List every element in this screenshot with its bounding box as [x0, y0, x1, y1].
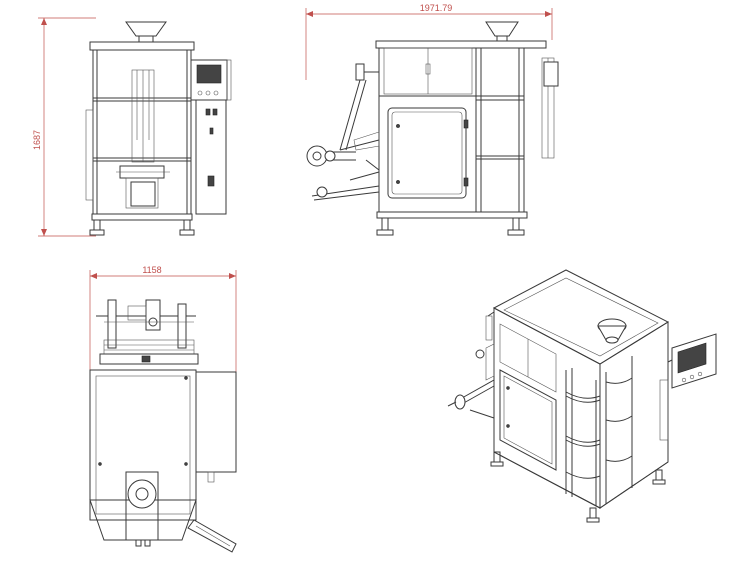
- machine-base: [376, 211, 528, 219]
- main-door: [499, 369, 557, 471]
- outlet-chute: [125, 471, 159, 541]
- front-view: 1687: [32, 17, 232, 237]
- top-plate: [375, 40, 547, 49]
- control-box: [659, 333, 717, 441]
- length-dimension: 1971.79: [305, 3, 553, 80]
- height-dimension: 1687: [32, 17, 96, 237]
- width-dimension: 1158: [89, 265, 237, 372]
- control-box: [195, 371, 237, 473]
- film-roll-assembly: [306, 63, 380, 201]
- top-plate: [492, 269, 670, 365]
- hopper: [485, 21, 519, 37]
- touch-screen: [677, 342, 707, 374]
- film-roll-assembly: [447, 311, 495, 419]
- main-door: [387, 107, 467, 199]
- width-dimension-label: 1158: [142, 265, 161, 275]
- touch-screen: [196, 64, 222, 84]
- side-view: 1971.79: [305, 3, 559, 236]
- length-dimension-label: 1971.79: [420, 3, 453, 13]
- film-roller: [454, 394, 466, 410]
- top-plate: [89, 41, 195, 51]
- top-view: 1158: [89, 265, 237, 553]
- outlet-circle: [127, 479, 157, 509]
- hopper: [125, 21, 167, 37]
- height-dimension-label: 1687: [32, 130, 42, 150]
- discharge-conveyor: [187, 519, 237, 553]
- machine-base: [91, 213, 193, 221]
- film-roller: [306, 145, 328, 167]
- isometric-view: [447, 269, 717, 523]
- hopper: [597, 318, 627, 344]
